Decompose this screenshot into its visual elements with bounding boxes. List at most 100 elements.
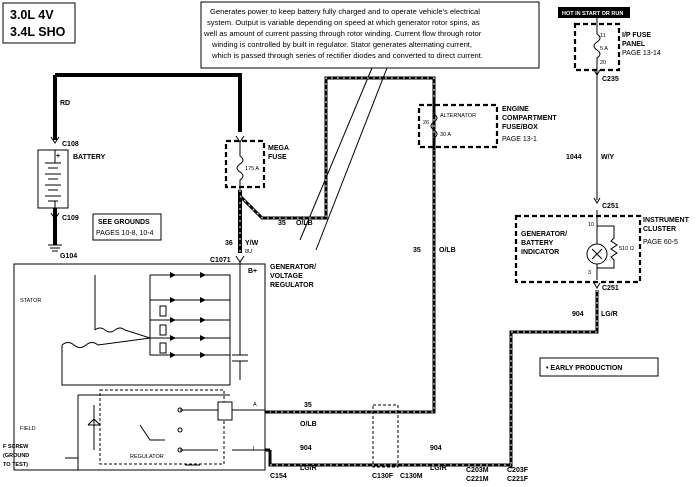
connector-c130m: C130M [400,473,423,480]
wire-35-mid-color: O/LB [439,247,456,254]
generator-voltage-regulator: GENERATOR/ VOLTAGE REGULATOR B+ STATOR F… [13,262,316,471]
engine-title-box: 3.0L 4V 3.4L SHO [2,2,76,44]
wire-904-bottom2-number: 904 [430,445,442,452]
wire-904-number: 904 [572,311,584,318]
indicator-label-2: BATTERY [521,240,554,247]
connector-c251-bottom: C251 [602,285,619,292]
wire-904-bottom-color: LG/R [300,465,317,472]
connector-c251-top: C251 [602,203,619,210]
generator-pin-a: A [253,402,257,408]
engine-fuse-title: ALTERNATOR [440,113,476,119]
battery-label: BATTERY [73,154,106,161]
connector-c154: C154 [270,473,287,480]
generator-label-1: GENERATOR/ [270,264,316,271]
wire-904-bottom-number: 904 [300,445,312,452]
cluster-pin-bottom: 3 [588,270,591,276]
indicator-label-3: INDICATOR [521,249,559,256]
early-production-note: • EARLY PRODUCTION [539,357,659,377]
f-screw-line-3: TO TEST) [3,462,28,468]
note-line-1: Generates power to keep battery fully ch… [210,7,480,16]
engine-fuse-label-3: FUSE/BOX [502,124,538,131]
connector-c130-outline [372,404,399,468]
ip-fuse-pin: 20 [600,60,606,66]
wire-35-bottom-number: 35 [304,402,312,409]
mega-fuse-label-2: FUSE [268,154,287,161]
generator-pin-i: I [253,446,255,452]
battery-plus: + [56,153,60,160]
connector-c108: C108 [62,141,79,148]
wire-35-color: O/LB [296,220,313,227]
f-screw-line-1: F SCREW [3,444,29,450]
wire-36-number: 36 [225,240,233,247]
cluster-pin-top: 10 [588,222,594,228]
see-grounds-box: SEE GROUNDS PAGES 10-8, 10-4 [92,213,162,241]
instrument-cluster: 10 3 510 Ω GENERATOR/ BATTERY INDICATOR … [514,210,690,284]
wire-36-color: Y/W [245,240,259,247]
see-grounds-line-1: SEE GROUNDS [98,219,150,226]
wire-35-bottom-color: O/LB [300,421,317,428]
wire-1044-number: 1044 [566,154,582,161]
indicator-label-1: GENERATOR/ [521,231,567,238]
wire-rd [55,73,242,132]
engine-fuse-page: PAGE 13-1 [502,136,537,143]
title-line-1: 3.0L 4V [10,8,54,22]
stator-label: STATOR [20,298,41,304]
connector-c235: C235 [602,76,619,83]
title-line-2: 3.4L SHO [10,25,66,39]
mega-fuse: 175 A MEGA FUSE [224,135,289,190]
ground-symbol [48,244,62,252]
f-screw-label: F SCREW (GROUND TO TEST) [3,444,29,468]
description-note: Generates power to keep battery fully ch… [200,1,540,251]
wire-35-number: 35 [278,220,286,227]
note-line-4: winding is controlled by built in regula… [211,40,472,49]
early-production-text: • EARLY PRODUCTION [546,365,622,372]
cluster-label-1: INSTRUMENT [643,217,690,224]
field-label: FIELD [20,426,36,432]
engine-compartment-fuse-box: ALTERNATOR 26 30 A ENGINE COMPARTMENT FU… [417,100,557,150]
ip-fuse-number: 11 [600,33,606,39]
ip-fuse-label-1: I/P FUSE [622,32,651,39]
cluster-page: PAGE 60-5 [643,239,678,246]
engine-fuse-label-2: COMPARTMENT [502,115,557,122]
generator-label-3: REGULATOR [270,282,314,289]
mega-fuse-label-1: MEGA [268,145,289,152]
wire-36-extra: 8U [245,249,252,255]
regulator-label: REGULATOR [130,454,164,460]
ip-fuse-label-2: PANEL [622,41,646,48]
connector-c203m: C203M [466,467,489,474]
cluster-label-2: CLUSTER [643,226,676,233]
battery: RD C108 + BATTERY C109 G104 [37,73,242,260]
connector-c221f: C221F [507,476,529,483]
wire-35 [238,76,436,414]
engine-fuse-label-1: ENGINE [502,106,529,113]
wire-904-right [509,290,599,468]
cluster-resistor-ohms: 510 Ω [619,246,634,252]
ip-fuse-amp: 5 A [600,46,608,52]
connector-g104: G104 [60,253,77,260]
note-line-5: which is passed through series of rectif… [211,51,483,60]
wire-35-mid-number: 35 [413,247,421,254]
connector-c221m: C221M [466,476,489,483]
wire-904-color: LG/R [601,311,618,318]
see-grounds-line-2: PAGES 10-8, 10-4 [96,230,154,237]
note-line-2: system. Output is variable depending on … [207,18,480,27]
wire-904-bottom [265,448,511,467]
wire-1044-color: W/Y [601,154,615,161]
hot-in-start-run-badge: HOT IN START OR RUN [558,7,630,18]
hot-badge-text: HOT IN START OR RUN [562,11,623,17]
connector-c1071: C1071 [210,257,231,264]
f-screw-line-2: (GROUND [3,453,29,459]
connector-c203f: C203F [507,467,529,474]
wire-rd-label: RD [60,100,70,107]
note-line-3: well as amount of current passing throug… [203,29,482,38]
engine-fuse-amp: 30 A [440,132,451,138]
ip-fuse-page: PAGE 13-14 [622,50,661,57]
wire-904-bottom2-color: LG/R [430,465,447,472]
engine-fuse-number: 26 [423,120,429,126]
ip-fuse-panel: 11 5 A 20 I/P FUSE PANEL PAGE 13-14 C235 [573,18,661,83]
generator-b-plus: B+ [248,268,257,275]
connector-c130f: C130F [372,473,394,480]
connector-c109: C109 [62,215,79,222]
generator-label-2: VOLTAGE [270,273,303,280]
